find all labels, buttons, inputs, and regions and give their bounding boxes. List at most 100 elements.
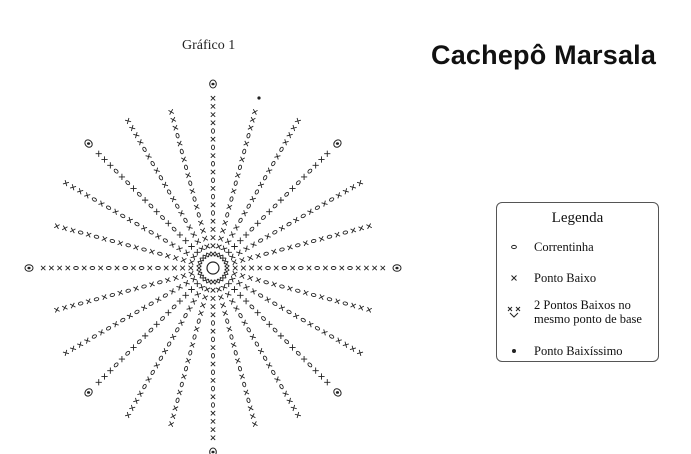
single-crochet-mark bbox=[210, 394, 216, 400]
chain-stitch-mark bbox=[157, 280, 163, 285]
diagram-title: Gráfico 1 bbox=[182, 38, 236, 53]
single-crochet-mark bbox=[312, 367, 319, 374]
single-crochet-mark bbox=[189, 341, 196, 348]
single-crochet-mark bbox=[183, 279, 190, 287]
single-crochet-mark bbox=[186, 224, 193, 231]
single-crochet-mark bbox=[248, 265, 255, 271]
single-crochet-mark bbox=[241, 319, 248, 326]
chain-stitch-mark bbox=[93, 234, 100, 239]
chain-stitch-mark bbox=[125, 288, 131, 293]
single-crochet-mark bbox=[254, 220, 261, 227]
single-crochet-mark bbox=[172, 124, 179, 131]
single-crochet-mark bbox=[350, 302, 357, 309]
chain-stitch-mark bbox=[125, 350, 131, 356]
single-crochet-mark bbox=[286, 285, 293, 292]
single-crochet-mark bbox=[255, 252, 262, 259]
single-crochet-mark bbox=[168, 108, 175, 115]
single-crochet-mark bbox=[194, 249, 201, 256]
single-crochet-mark bbox=[335, 192, 342, 199]
single-crochet-mark bbox=[142, 332, 149, 339]
single-crochet-mark bbox=[277, 332, 284, 339]
single-crochet-mark bbox=[77, 341, 84, 348]
single-crochet-mark bbox=[294, 117, 302, 125]
picot-mark bbox=[209, 447, 217, 454]
single-crochet-mark bbox=[257, 181, 265, 188]
single-crochet-mark bbox=[163, 265, 169, 271]
picot-center-mark bbox=[395, 266, 399, 270]
single-crochet-mark bbox=[62, 179, 70, 187]
single-crochet-mark bbox=[170, 195, 177, 203]
single-crochet-mark bbox=[168, 421, 175, 428]
single-crochet-mark bbox=[85, 231, 92, 238]
crochet-diagram bbox=[24, 79, 402, 454]
single-crochet-mark bbox=[231, 286, 238, 293]
single-crochet-mark bbox=[230, 341, 237, 348]
chain-stitch-mark bbox=[229, 196, 234, 202]
chain-stitch-mark bbox=[233, 180, 238, 186]
chain-stitch-mark bbox=[281, 266, 288, 270]
single-crochet-mark bbox=[243, 140, 250, 147]
single-crochet-mark bbox=[95, 379, 102, 386]
chain-stitch-mark bbox=[109, 239, 116, 244]
magic-ring bbox=[206, 261, 220, 275]
chain-stitch-mark bbox=[136, 339, 142, 345]
chain-stitch-mark bbox=[298, 266, 304, 270]
chain-stitch-mark bbox=[171, 304, 177, 310]
chain-stitch-mark bbox=[192, 334, 197, 340]
single-crochet-mark bbox=[239, 156, 246, 163]
single-crochet-mark bbox=[249, 116, 256, 123]
chain-stitch-mark bbox=[211, 193, 215, 200]
single-crochet-mark bbox=[210, 287, 216, 293]
single-crochet-mark bbox=[133, 244, 140, 251]
single-crochet-mark bbox=[219, 302, 227, 309]
single-crochet-mark bbox=[199, 302, 207, 309]
single-crochet-mark bbox=[306, 265, 312, 271]
chain-stitch-mark bbox=[271, 369, 276, 376]
single-crochet-mark bbox=[282, 390, 289, 397]
chain-stitch-mark bbox=[211, 385, 215, 392]
single-crochet-mark bbox=[247, 405, 254, 412]
picot-mark bbox=[84, 388, 93, 397]
chain-stitch-mark bbox=[158, 175, 164, 181]
chain-stitch-mark bbox=[113, 362, 119, 368]
chain-stitch-mark bbox=[106, 266, 112, 270]
chain-stitch-mark bbox=[225, 318, 230, 324]
single-crochet-mark bbox=[95, 150, 102, 157]
single-crochet-mark bbox=[321, 200, 328, 207]
chain-stitch-mark bbox=[295, 180, 301, 186]
chain-stitch-mark bbox=[249, 304, 255, 310]
single-crochet-mark bbox=[188, 259, 195, 266]
chain-stitch-mark bbox=[314, 326, 321, 331]
single-crochet-mark bbox=[210, 95, 216, 101]
single-crochet-mark bbox=[224, 291, 232, 298]
chain-stitch-mark bbox=[157, 251, 163, 256]
chain-stitch-mark bbox=[179, 148, 184, 155]
chain-stitch-mark bbox=[125, 243, 131, 248]
chain-stitch-mark bbox=[158, 355, 164, 361]
single-crochet-mark bbox=[180, 257, 187, 264]
single-crochet-mark bbox=[176, 297, 184, 305]
single-crochet-mark bbox=[182, 237, 189, 244]
single-crochet-mark bbox=[278, 304, 286, 311]
single-crochet-mark bbox=[294, 411, 302, 419]
chain-stitch-mark bbox=[148, 203, 154, 209]
chain-stitch-mark bbox=[254, 189, 260, 195]
single-crochet-mark bbox=[40, 265, 46, 271]
chain-stitch-mark bbox=[175, 397, 180, 404]
single-crochet-mark bbox=[229, 231, 236, 238]
single-crochet-mark bbox=[210, 185, 216, 191]
single-crochet-mark bbox=[230, 188, 237, 195]
single-crochet-mark bbox=[185, 172, 192, 179]
single-crochet-mark bbox=[180, 373, 187, 380]
single-crochet-mark bbox=[242, 231, 250, 239]
single-crochet-mark bbox=[112, 208, 119, 215]
single-crochet-mark bbox=[210, 234, 216, 241]
chain-stitch-mark bbox=[105, 326, 112, 331]
single-crochet-mark bbox=[318, 294, 325, 301]
single-crochet-mark bbox=[233, 224, 240, 231]
picot-mark bbox=[84, 139, 93, 148]
chain-stitch-mark bbox=[258, 293, 264, 298]
single-crochet-mark bbox=[356, 349, 364, 357]
single-crochet-mark bbox=[247, 124, 254, 131]
single-crochet-mark bbox=[277, 197, 284, 204]
